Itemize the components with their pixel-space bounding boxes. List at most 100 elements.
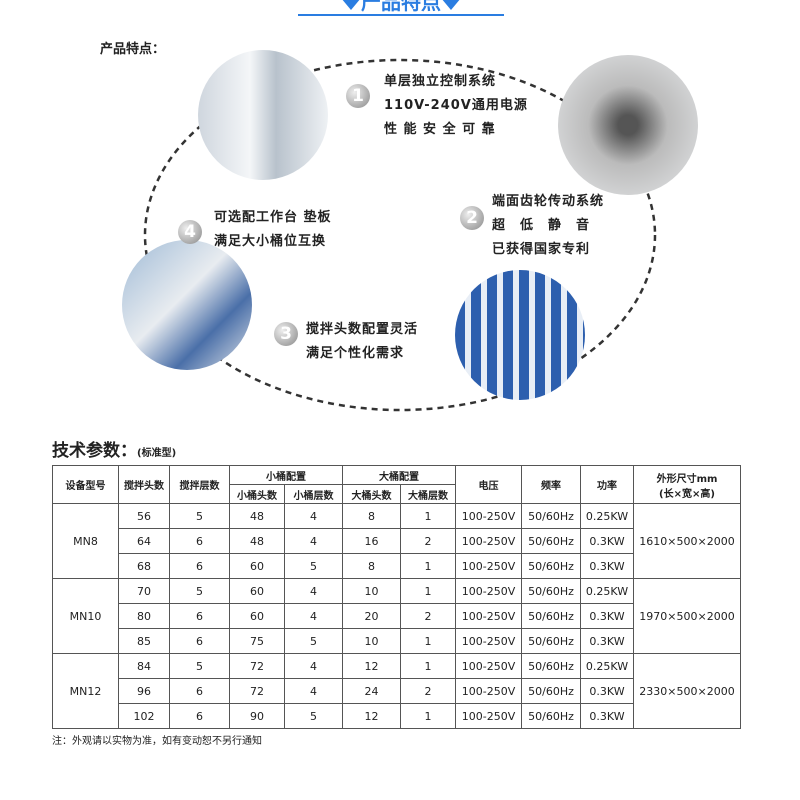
table-cell: 10 xyxy=(342,628,401,654)
table-cell: 20 xyxy=(342,603,401,629)
table-cell: 5 xyxy=(169,503,230,529)
table-cell: 4 xyxy=(284,503,343,529)
header-large: 大桶配置 xyxy=(342,465,456,485)
footnote: 注：外观请以实物为准，如有变动恕不另行通知 xyxy=(52,736,262,747)
table-cell: 12 xyxy=(342,703,401,729)
table-cell: 5 xyxy=(169,653,230,679)
feature-line: 超 低 静 音 xyxy=(492,218,591,233)
table-cell: 80 xyxy=(118,603,170,629)
feature-line: 性 能 安 全 可 靠 xyxy=(384,122,496,137)
table-cell: 60 xyxy=(229,553,285,579)
product-photo-shelf xyxy=(122,240,252,370)
table-cell: 50/60Hz xyxy=(521,628,581,654)
header-small-layers: 小桶层数 xyxy=(284,484,343,504)
header-small: 小桶配置 xyxy=(229,465,343,485)
feature-line: 单层独立控制系统 xyxy=(384,74,497,89)
product-photo-cans xyxy=(455,270,585,400)
size-sublabel: (长×宽×高) xyxy=(659,488,715,500)
header-power: 功率 xyxy=(580,465,634,504)
table-cell: 60 xyxy=(229,578,285,604)
table-cell: 85 xyxy=(118,628,170,654)
model-cell: MN8 xyxy=(52,503,119,579)
table-cell: 0.3KW xyxy=(580,678,634,704)
table-cell: 50/60Hz xyxy=(521,553,581,579)
model-cell: MN10 xyxy=(52,578,119,654)
table-cell: 5 xyxy=(284,628,343,654)
table-cell: 100-250V xyxy=(455,628,522,654)
feature-line: 端面齿轮传动系统 xyxy=(492,194,605,209)
table-cell: 6 xyxy=(169,628,230,654)
table-cell: 50/60Hz xyxy=(521,503,581,529)
dashed-ring xyxy=(143,58,657,412)
feature-line: 110V-240V通用电源 xyxy=(384,98,528,113)
table-cell: 1 xyxy=(400,503,456,529)
table-cell: 1 xyxy=(400,653,456,679)
table-cell: 50/60Hz xyxy=(521,578,581,604)
header-small-heads: 小桶头数 xyxy=(229,484,285,504)
header-model: 设备型号 xyxy=(52,465,119,504)
table-cell: 0.3KW xyxy=(580,553,634,579)
banner-title: 产品特点 xyxy=(361,0,441,14)
table-cell: 12 xyxy=(342,653,401,679)
table-cell: 6 xyxy=(169,553,230,579)
size-cell: 1610×500×2000 xyxy=(633,503,741,579)
table-cell: 1 xyxy=(400,553,456,579)
table-cell: 50/60Hz xyxy=(521,653,581,679)
header-size: 外形尺寸mm (长×宽×高) xyxy=(633,465,741,504)
feature-line: 满足个性化需求 xyxy=(306,346,405,361)
table-cell: 4 xyxy=(284,653,343,679)
product-photo-control xyxy=(198,50,328,180)
table-cell: 100-250V xyxy=(455,528,522,554)
feature-2: 端面齿轮传动系统超 低 静 音已获得国家专利 xyxy=(492,190,604,262)
table-cell: 2 xyxy=(400,603,456,629)
table-cell: 2 xyxy=(400,528,456,554)
table-cell: 0.25KW xyxy=(580,503,634,529)
feature-4: 可选配工作台 垫板满足大小桶位互换 xyxy=(214,206,332,254)
table-cell: 100-250V xyxy=(455,678,522,704)
table-cell: 1 xyxy=(400,578,456,604)
table-cell: 6 xyxy=(169,703,230,729)
table-cell: 50/60Hz xyxy=(521,678,581,704)
table-cell: 4 xyxy=(284,603,343,629)
feature-1: 单层独立控制系统 110V-240V通用电源性 能 安 全 可 靠 xyxy=(384,70,528,142)
features-heading: 产品特点： xyxy=(100,42,166,57)
header-voltage: 电压 xyxy=(455,465,522,504)
table-cell: 50/60Hz xyxy=(521,703,581,729)
header-layers: 搅拌层数 xyxy=(169,465,230,504)
table-cell: 100-250V xyxy=(455,503,522,529)
size-label: 外形尺寸mm xyxy=(656,473,718,485)
feature-line: 搅拌头数配置灵活 xyxy=(306,322,419,337)
table-cell: 48 xyxy=(229,503,285,529)
table-cell: 72 xyxy=(229,678,285,704)
table-cell: 4 xyxy=(284,678,343,704)
table-cell: 50/60Hz xyxy=(521,603,581,629)
table-cell: 8 xyxy=(342,553,401,579)
table-cell: 0.3KW xyxy=(580,603,634,629)
table-cell: 24 xyxy=(342,678,401,704)
table-cell: 5 xyxy=(284,703,343,729)
table-cell: 5 xyxy=(169,578,230,604)
table-cell: 64 xyxy=(118,528,170,554)
table-cell: 90 xyxy=(229,703,285,729)
table-cell: 4 xyxy=(284,578,343,604)
size-cell: 1970×500×2000 xyxy=(633,578,741,654)
table-cell: 60 xyxy=(229,603,285,629)
table-cell: 56 xyxy=(118,503,170,529)
feature-line: 可选配工作台 垫板 xyxy=(214,210,332,225)
table-cell: 102 xyxy=(118,703,170,729)
table-cell: 4 xyxy=(284,528,343,554)
table-cell: 6 xyxy=(169,603,230,629)
triangle-icon xyxy=(341,0,361,10)
table-cell: 100-250V xyxy=(455,603,522,629)
table-cell: 100-250V xyxy=(455,653,522,679)
table-cell: 50/60Hz xyxy=(521,528,581,554)
feature-number-4: 4 xyxy=(178,220,202,244)
table-cell: 72 xyxy=(229,653,285,679)
